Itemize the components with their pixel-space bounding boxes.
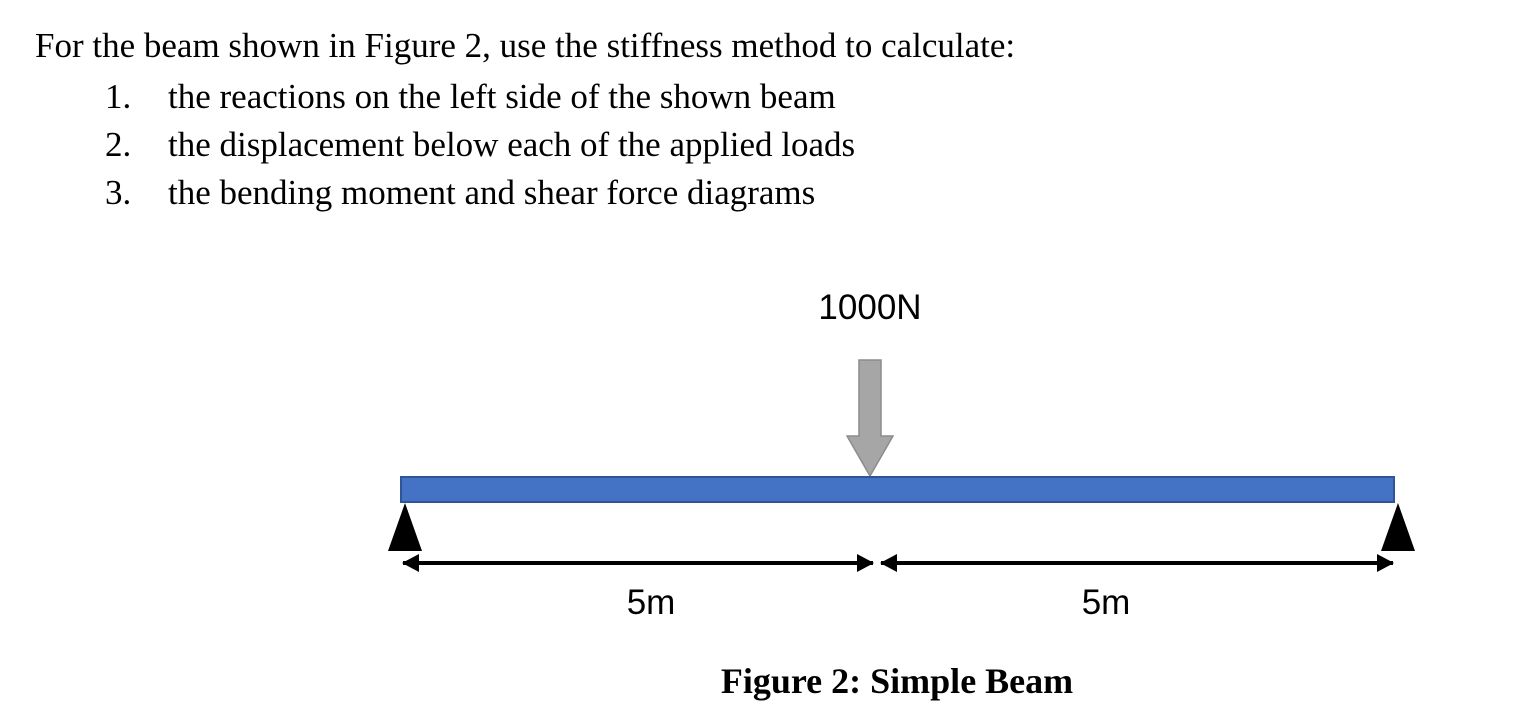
list-item-text: the reactions on the left side of the sh… — [168, 77, 836, 116]
dimension-label-right: 5m — [1081, 583, 1131, 622]
problem-statement: For the beam shown in Figure 2, use the … — [35, 20, 1015, 217]
load-value-label: 1000N — [818, 288, 922, 327]
dimension-label-left: 5m — [626, 583, 676, 622]
list-item: 1. the reactions on the left side of the… — [35, 73, 1015, 121]
dimension-arrow-right — [880, 554, 1394, 572]
list-item-number: 1. — [105, 77, 132, 116]
list-item: 2. the displacement below each of the ap… — [35, 121, 1015, 169]
beam-bar — [400, 476, 1395, 503]
list-item-number: 3. — [105, 173, 132, 212]
problem-list: 1. the reactions on the left side of the… — [35, 73, 1015, 217]
list-item: 3. the bending moment and shear force di… — [35, 169, 1015, 217]
list-item-text: the displacement below each of the appli… — [168, 125, 856, 164]
dimension-arrow-left — [402, 554, 874, 572]
list-item-number: 2. — [105, 125, 132, 164]
problem-intro: For the beam shown in Figure 2, use the … — [35, 26, 1016, 65]
pin-support-right-icon — [1381, 503, 1415, 551]
pin-support-left-icon — [388, 503, 422, 551]
load-down-arrow-icon — [846, 359, 894, 477]
figure-caption: Figure 2: Simple Beam — [720, 661, 1074, 701]
list-item-text: the bending moment and shear force diagr… — [168, 173, 816, 212]
